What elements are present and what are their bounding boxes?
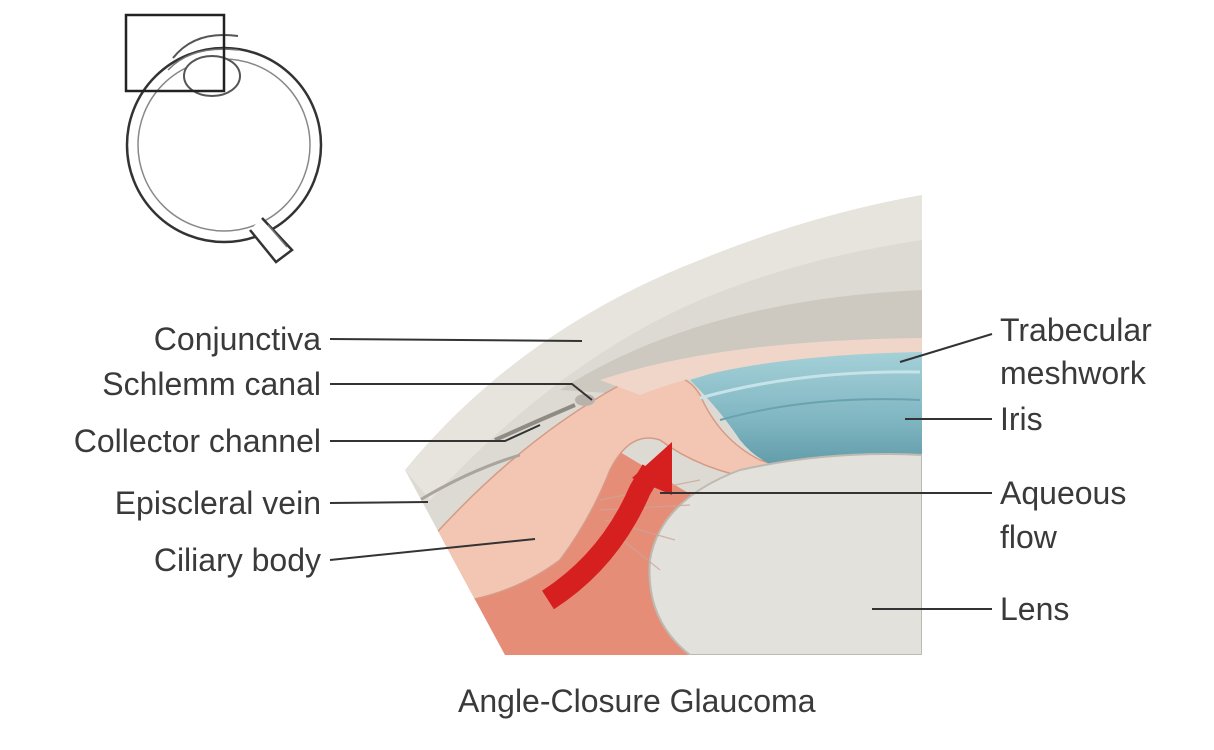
trabecular-band bbox=[600, 338, 922, 395]
episcleral-vein-shape bbox=[419, 453, 521, 502]
collector-channel-shape bbox=[494, 403, 576, 442]
cornea-band bbox=[405, 195, 922, 500]
leader-conjunctiva bbox=[329, 338, 583, 342]
label-lens: Lens bbox=[1000, 591, 1070, 627]
label-schlemm-canal: Schlemm canal bbox=[102, 366, 321, 402]
leader-trabecular bbox=[899, 333, 993, 363]
schlemm-canal-shape bbox=[575, 394, 595, 406]
label-episcleral-vein: Episcleral vein bbox=[114, 485, 321, 521]
leader-episcleral bbox=[329, 501, 429, 504]
cross-section bbox=[405, 195, 922, 655]
label-iris: Iris bbox=[1000, 401, 1043, 437]
iris-tissue bbox=[690, 345, 922, 470]
label-aqueous-line2: flow bbox=[1000, 519, 1057, 555]
leader-collector bbox=[330, 424, 541, 442]
leader-lines bbox=[329, 333, 993, 610]
aqueous-flow-arrow bbox=[541, 442, 672, 610]
label-trabecular-line1: Trabecular bbox=[1000, 312, 1152, 348]
leader-schlemm bbox=[330, 383, 593, 401]
eye-overview-schematic bbox=[124, 13, 323, 264]
zoom-region-box bbox=[124, 13, 226, 93]
lens-tissue bbox=[648, 453, 922, 655]
label-conjunctiva: Conjunctiva bbox=[153, 321, 321, 357]
diagram-caption: Angle-Closure Glaucoma bbox=[458, 683, 816, 719]
label-collector-channel: Collector channel bbox=[73, 423, 321, 459]
label-trabecular-line2: meshwork bbox=[1000, 355, 1146, 391]
label-aqueous-line1: Aqueous bbox=[1000, 475, 1127, 511]
leader-ciliary bbox=[329, 538, 536, 561]
label-ciliary-body: Ciliary body bbox=[153, 542, 321, 578]
